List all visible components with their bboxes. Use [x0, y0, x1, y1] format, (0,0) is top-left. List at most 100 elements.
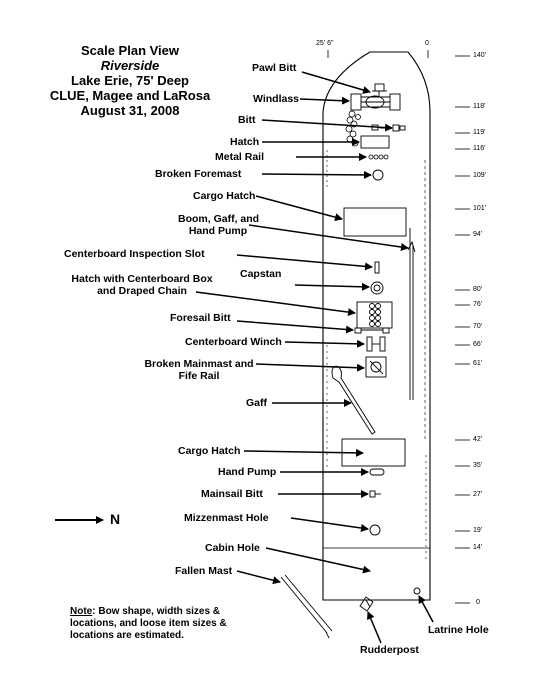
leader-arrows	[195, 71, 434, 644]
label-cb-winch: Centerboard Winch	[185, 336, 282, 348]
label-mizzenmast-hole: Mizzenmast Hole	[184, 512, 269, 524]
title-date: August 31, 2008	[80, 103, 180, 118]
label-hatch-cb-box-line-2: and Draped Chain	[97, 285, 187, 297]
arrow-latrine-hole	[418, 595, 434, 623]
title-line-1: Scale Plan View	[80, 43, 180, 58]
cb-winch-shape	[366, 336, 386, 352]
arrow-broken-foremast	[261, 170, 372, 179]
mizzenmast-hole-shape	[369, 524, 381, 536]
metal-rail-shape	[368, 154, 389, 160]
arrow-cb-box	[195, 291, 356, 317]
arrow-cargo-hatch-fwd	[255, 195, 343, 222]
length-scale-label: 80'	[473, 286, 483, 293]
label-cabin-hole: Cabin Hole	[205, 542, 260, 554]
label-mainsail-bitt: Mainsail Bitt	[201, 488, 263, 500]
arrow-mizzenmast-hole	[290, 517, 369, 532]
label-broken-foremast: Broken Foremast	[155, 168, 242, 180]
label-metal-rail: Metal Rail	[215, 151, 265, 163]
cb-box-hatch-shape	[356, 301, 393, 329]
gaff-shape	[331, 365, 376, 435]
length-scale-ticks	[455, 55, 470, 604]
label-capstan: Capstan	[240, 268, 282, 280]
label-boom-gaff-line-2: Hand Pump	[188, 225, 248, 237]
length-scale-label: 101'	[473, 205, 487, 212]
width-scale-left: 25' 6"	[316, 40, 334, 47]
title-vessel-name: Riverside	[100, 58, 160, 73]
length-scale-label: 119'	[473, 129, 486, 136]
label-broken-mainmast-line-1: Broken Mainmast and	[144, 358, 254, 370]
note-heading: Note	[70, 606, 93, 617]
label-hatch: Hatch	[230, 136, 260, 148]
label-cb-inspection-slot: Centerboard Inspection Slot	[64, 248, 205, 260]
foresail-bitt-shape	[354, 327, 390, 334]
arrow-foresail-bitt	[236, 320, 354, 334]
label-latrine-hole: Latrine Hole	[428, 624, 489, 636]
arrow-cb-winch	[284, 339, 365, 348]
label-boom-gaff-line-1: Boom, Gaff, and	[178, 213, 260, 225]
hatch-fwd-shape	[360, 135, 390, 149]
north-label: N	[110, 511, 121, 527]
hull-outline	[322, 51, 431, 601]
fallen-mast-shape	[280, 574, 333, 639]
arrow-cargo-hatch-aft	[243, 448, 364, 457]
mainmast-fife-rail-shape	[365, 356, 387, 378]
capstan-shape	[370, 281, 384, 295]
arrow-rudderpost	[367, 611, 382, 644]
length-scale-label: 116'	[473, 145, 486, 152]
length-scale-label: 35'	[473, 462, 483, 469]
arrow-pawl-bitt	[301, 71, 371, 94]
arrow-boom-gaff	[248, 224, 409, 251]
length-scale-label: 70'	[473, 323, 483, 330]
label-bitt: Bitt	[238, 114, 256, 126]
length-scale-label: 42'	[473, 436, 483, 443]
length-scale-label: 66'	[473, 341, 483, 348]
estimation-note: Note: Bow shape, width sizes & locations…	[70, 606, 250, 642]
arrow-windlass	[299, 96, 350, 105]
mainsail-bitt-shape	[369, 490, 381, 498]
arrow-mainmast	[255, 363, 365, 372]
draped-chain-fwd	[345, 110, 361, 147]
length-scale-label: 140'	[473, 52, 487, 59]
label-broken-mainmast-line-2: Fife Rail	[178, 370, 220, 382]
title-surveyors: CLUE, Magee and LaRosa	[49, 88, 211, 103]
arrow-fallen-mast	[236, 570, 281, 585]
length-scale-label: 109'	[473, 172, 487, 179]
length-scale-label: 118'	[473, 103, 486, 110]
cargo-hatch-fwd-shape	[343, 207, 407, 237]
label-windlass: Windlass	[253, 93, 299, 105]
cb-inspection-slot-shape	[374, 261, 380, 274]
arrow-capstan	[294, 282, 370, 291]
arrow-cb-slot	[236, 254, 373, 271]
length-scale-label: 27'	[473, 491, 483, 498]
label-hatch-cb-box-line-1: Hatch with Centerboard Box	[71, 273, 213, 285]
width-scale-right: 0	[425, 40, 429, 47]
label-broken-mainmast: Broken Mainmast and Fife Rail	[140, 358, 258, 382]
label-cargo-hatch-fwd: Cargo Hatch	[193, 190, 256, 202]
label-cargo-hatch-aft: Cargo Hatch	[178, 445, 241, 457]
hand-pump-shape	[369, 468, 385, 476]
length-scale-label: 61'	[473, 360, 483, 367]
pawl-bitt-shape	[372, 83, 387, 97]
label-foresail-bitt: Foresail Bitt	[170, 312, 231, 324]
label-hatch-cb-box: Hatch with Centerboard Box and Draped Ch…	[60, 273, 224, 297]
windlass-shape	[350, 93, 401, 111]
note-text: : Bow shape, width sizes & locations, an…	[70, 606, 227, 641]
rudderpost-shape	[359, 596, 374, 612]
label-pawl-bitt: Pawl Bitt	[252, 62, 297, 74]
boom-gaff-shape	[407, 228, 416, 400]
latrine-hole-shape	[413, 587, 421, 595]
label-rudderpost: Rudderpost	[360, 644, 419, 656]
length-scale-label: 19'	[473, 527, 483, 534]
label-hand-pump: Hand Pump	[218, 466, 277, 478]
length-scale-label: 94'	[473, 231, 483, 238]
length-scale-label: 0	[476, 599, 480, 606]
title-location: Lake Erie, 75' Deep	[71, 73, 189, 88]
length-scale-label: 76'	[473, 301, 483, 308]
arrow-bitt	[261, 119, 393, 132]
broken-foremast-shape	[372, 169, 384, 181]
length-scale-label: 14'	[473, 544, 483, 551]
label-fallen-mast: Fallen Mast	[175, 565, 233, 577]
arrow-cabin-hole	[265, 547, 371, 574]
label-boom-gaff-pump: Boom, Gaff, and Hand Pump	[178, 213, 260, 237]
